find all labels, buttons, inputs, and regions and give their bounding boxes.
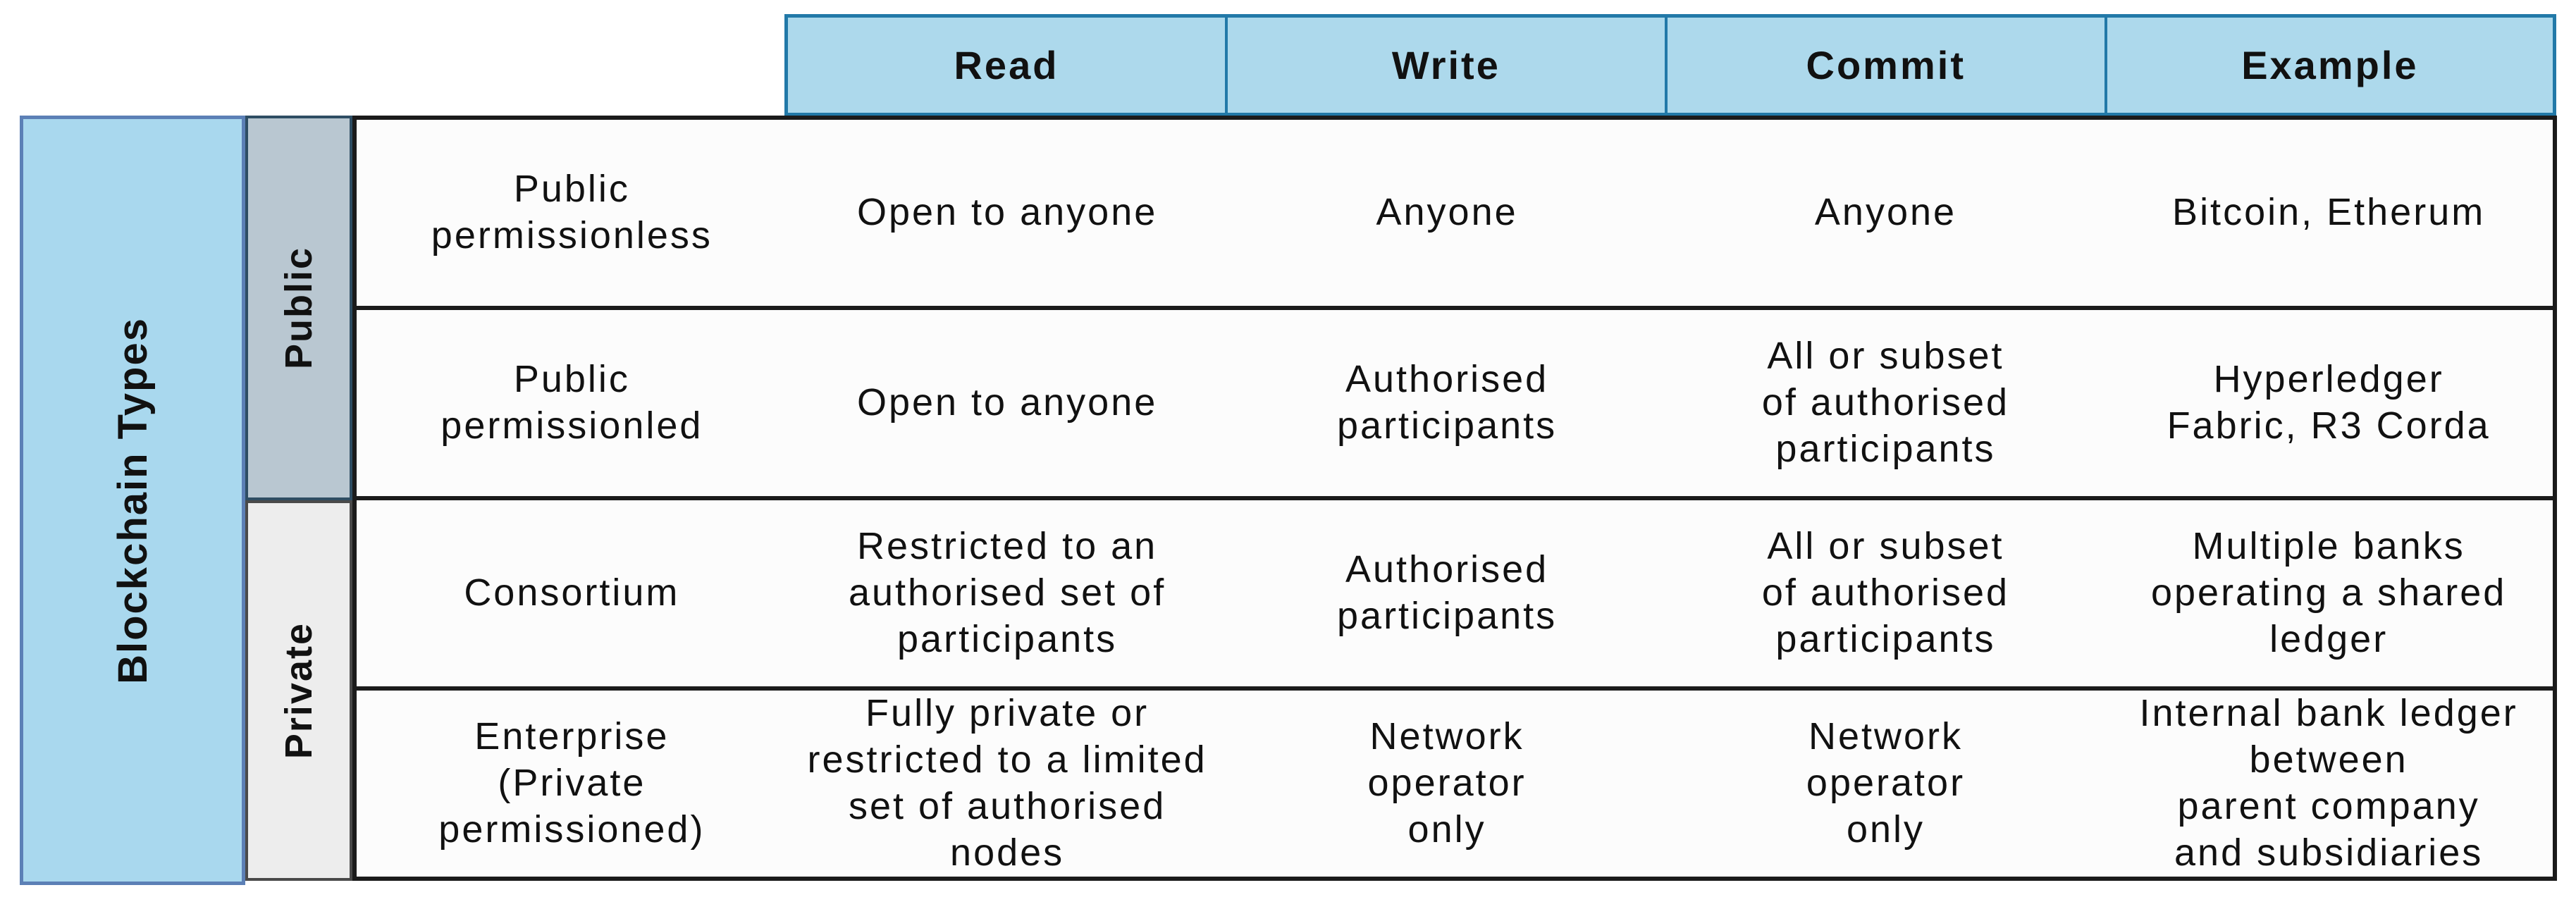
- table-row-public-permissionless: Public permissionless Open to anyone Any…: [357, 120, 2553, 310]
- table-row-consortium: Consortium Restricted to an authorised s…: [357, 500, 2553, 691]
- cell-read: Restricted to an authorised set of parti…: [848, 525, 1166, 660]
- column-header-read: Read: [954, 43, 1059, 87]
- cell-write: Authorised participants: [1337, 548, 1558, 637]
- cell-commit: Network operator only: [1806, 715, 1966, 851]
- cell-read: Open to anyone: [856, 381, 1158, 424]
- group-label-private: Private: [278, 622, 320, 760]
- table-row-public-permissionled: Public permissionled Open to anyone Auth…: [357, 310, 2553, 500]
- column-header-write: Write: [1224, 18, 1665, 113]
- column-header-row: Read Write Commit Example: [784, 14, 2556, 116]
- table-body: Public permissionless Open to anyone Any…: [352, 116, 2557, 881]
- cell-type: Public permissionless: [431, 168, 713, 256]
- cell-type: Consortium: [464, 571, 680, 614]
- group-label-public: Public: [278, 246, 320, 370]
- cell-read: Open to anyone: [856, 191, 1158, 234]
- blockchain-types-label-cell: Blockchain Types: [20, 116, 245, 885]
- cell-commit: All or subset of authorised participants: [1761, 525, 2010, 660]
- cell-example: Bitcoin, Etherum: [2172, 191, 2486, 234]
- column-header-example: Example: [2104, 18, 2553, 113]
- cell-write: Anyone: [1376, 191, 1518, 234]
- cell-example: Multiple banks operating a shared ledger: [2150, 525, 2507, 660]
- cell-commit: Anyone: [1814, 191, 1957, 234]
- group-cell-private: Private: [245, 500, 352, 881]
- cell-type: Enterprise (Private permissioned): [438, 715, 705, 851]
- blockchain-types-label: Blockchain Types: [109, 316, 156, 684]
- group-cell-public: Public: [245, 116, 352, 500]
- cell-write: Network operator only: [1367, 715, 1527, 851]
- cell-read: Fully private or restricted to a limited…: [807, 692, 1207, 874]
- cell-type: Public permissionled: [440, 358, 703, 447]
- column-header-commit: Commit: [1664, 18, 2104, 113]
- cell-commit: All or subset of authorised participants: [1761, 335, 2010, 470]
- cell-example: Internal bank ledger between parent comp…: [2139, 692, 2518, 874]
- cell-write: Authorised participants: [1337, 358, 1558, 447]
- table-row-enterprise: Enterprise (Private permissioned) Fully …: [357, 691, 2553, 877]
- cell-example: Hyperledger Fabric, R3 Corda: [2167, 358, 2491, 447]
